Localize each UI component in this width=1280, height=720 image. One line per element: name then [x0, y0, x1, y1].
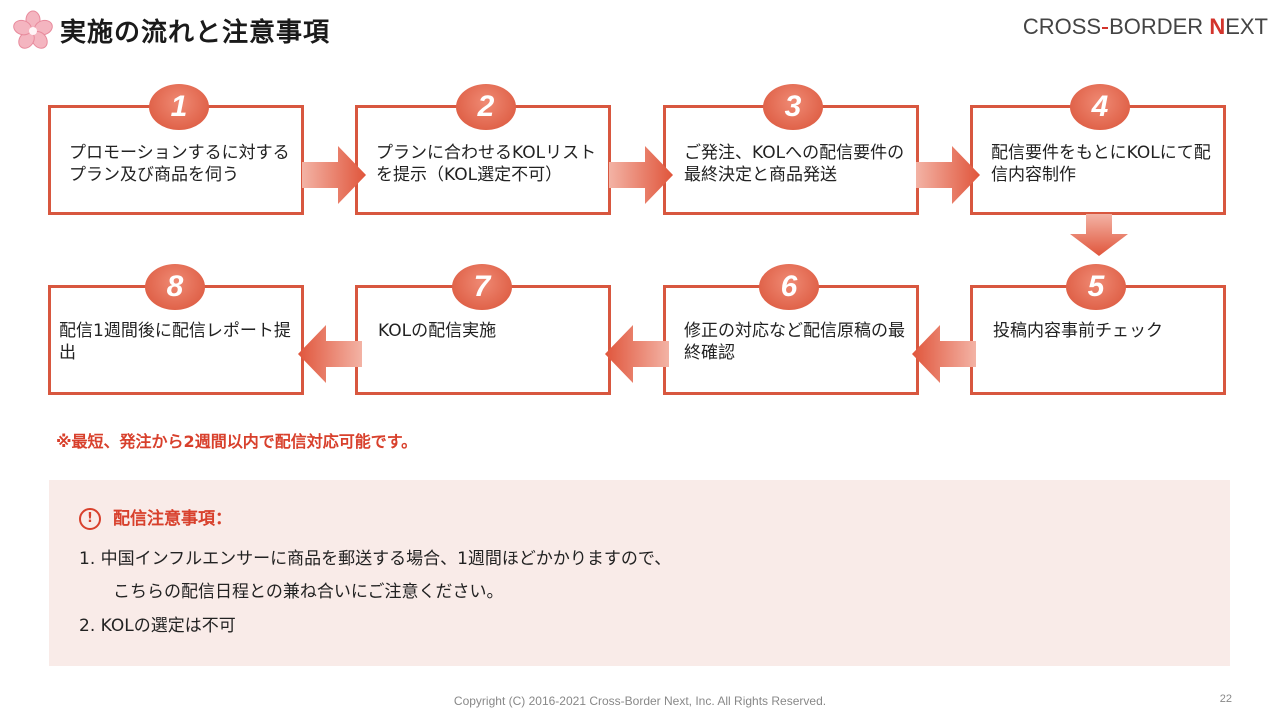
arrow-right-icon [302, 146, 366, 204]
step-box-2: プランに合わせるKOLリストを提示（KOL選定不可） [355, 105, 611, 215]
step-number-badge: 5 [1066, 264, 1126, 310]
notice-item-2: 2. KOLの選定は不可 [79, 616, 236, 636]
step-text: プロモーションするに対するプラン及び商品を伺う [69, 143, 290, 185]
copyright: Copyright (C) 2016-2021 Cross-Border Nex… [453, 694, 827, 708]
step-number-badge: 7 [452, 264, 512, 310]
schedule-note: ※最短、発注から2週間以内で配信対応可能です。 [56, 432, 418, 451]
notice-item-1-cont: こちらの配信日程との兼ね合いにご注意ください。 [113, 582, 504, 602]
notice-panel: ! 配信注意事項： 1. 中国インフルエンサーに商品を郵送する場合、1週間ほどかか… [49, 480, 1230, 666]
brand-text-cross: CROSS [1022, 14, 1102, 39]
exclamation-circle-icon: ! [79, 508, 101, 530]
step-number-badge: 2 [456, 84, 516, 130]
step-text: 配信要件をもとにKOLにて配信内容制作 [991, 143, 1211, 185]
step-text: 修正の対応など配信原稿の最終確認 [684, 321, 905, 363]
step-number-badge: 6 [759, 264, 819, 310]
step-number-badge: 8 [145, 264, 205, 310]
arrow-down-icon [1070, 214, 1128, 256]
step-number-badge: 1 [149, 84, 209, 130]
arrow-right-icon [609, 146, 673, 204]
arrow-left-icon [605, 325, 669, 383]
page-number: 22 [1219, 693, 1232, 705]
sakura-logo-icon [13, 10, 53, 49]
step-text: KOLの配信実施 [378, 321, 497, 341]
notice-heading: ! 配信注意事項： [79, 504, 232, 530]
step-text: 配信1週間後に配信レポート提出 [59, 321, 291, 363]
page-title: 実施の流れと注意事項 [60, 18, 331, 48]
arrow-left-icon [298, 325, 362, 383]
step-text: プランに合わせるKOLリストを提示（KOL選定不可） [376, 143, 597, 185]
arrow-right-icon [916, 146, 980, 204]
brand-text-n: N [1209, 14, 1226, 39]
brand-dash-icon [1102, 27, 1109, 30]
brand-logo: CROSS BORDER NEXT [1023, 14, 1268, 40]
step-text: ご発注、KOLへの配信要件の最終決定と商品発送 [684, 143, 905, 185]
brand-text-ext: EXT [1225, 14, 1268, 39]
brand-text-border: BORDER [1109, 14, 1210, 39]
notice-item-1: 1. 中国インフルエンサーに商品を郵送する場合、1週間ほどかかりますので、 [79, 549, 672, 569]
notice-heading-text: 配信注意事項： [113, 509, 232, 529]
step-number-badge: 3 [763, 84, 823, 130]
arrow-left-icon [912, 325, 976, 383]
step-number-badge: 4 [1070, 84, 1130, 130]
step-text: 投稿内容事前チェック [993, 321, 1163, 341]
